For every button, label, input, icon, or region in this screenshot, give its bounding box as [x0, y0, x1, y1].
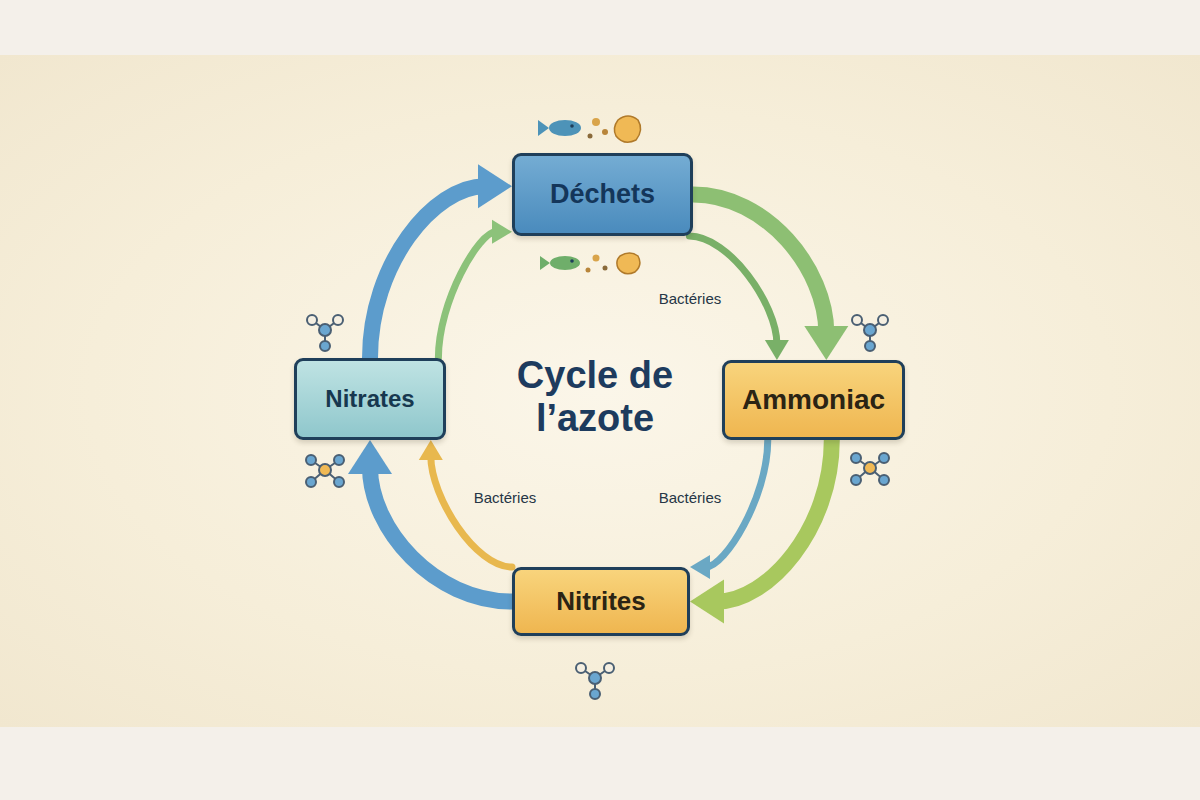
cycle-arrow — [370, 186, 485, 358]
process-box: Ammoniac — [722, 360, 905, 440]
box-label: Ammoniac — [742, 385, 885, 416]
edge-label: Bactéries — [659, 489, 722, 506]
arrow-head — [765, 340, 789, 360]
box-label: Nitrites — [556, 587, 646, 616]
edge-label: Bactéries — [659, 290, 722, 307]
process-box: Nitrites — [512, 567, 690, 636]
arrow-head — [690, 580, 724, 624]
process-box: Déchets — [512, 153, 693, 236]
arrow-head — [804, 326, 848, 360]
cycle-arrow — [717, 440, 832, 602]
cycle-arrow — [431, 456, 512, 567]
arrow-head — [690, 555, 710, 579]
arrow-head — [492, 220, 512, 244]
box-label: Nitrates — [325, 386, 414, 412]
arrow-head — [419, 440, 443, 460]
cycle-arrow — [438, 232, 496, 358]
edge-label: Bactéries — [474, 489, 537, 506]
process-box: Nitrates — [294, 358, 446, 440]
arrow-head — [478, 164, 512, 208]
arrow-head — [348, 440, 392, 474]
diagram-title: Cycle de l’azote — [500, 354, 690, 439]
box-label: Déchets — [550, 180, 655, 210]
cycle-arrow — [370, 467, 512, 601]
cycle-arrow — [693, 195, 826, 333]
